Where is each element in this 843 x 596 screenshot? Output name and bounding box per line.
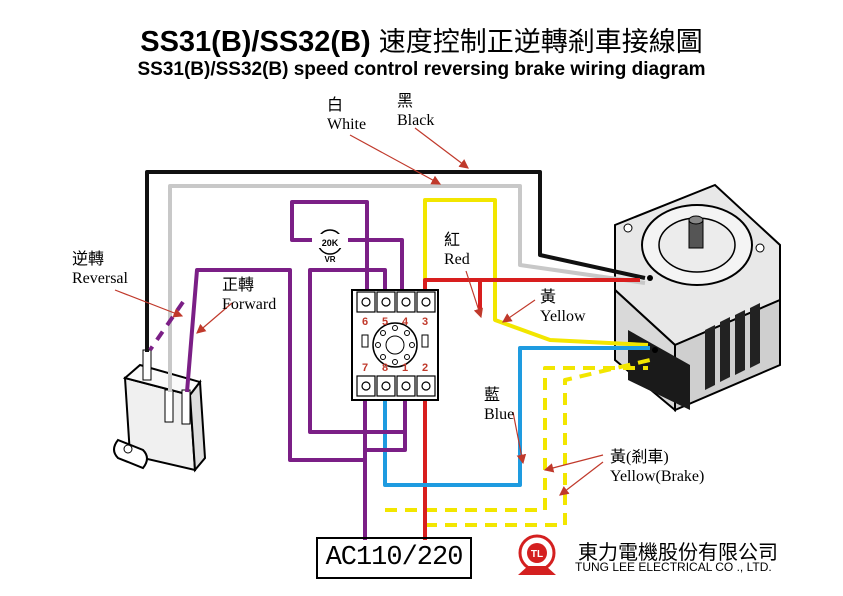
pot-tag: VR: [324, 255, 335, 264]
company-name-zh: 東力電機股份有限公司: [578, 540, 778, 564]
company-name-en: TUNG LEE ELECTRICAL CO ., LTD.: [575, 560, 772, 574]
pot-value: 20K: [322, 238, 339, 248]
terminal-2: 2: [422, 362, 429, 374]
terminal-1: 1: [402, 362, 409, 374]
white-wire: [168, 184, 646, 392]
page-title: SS31(B)/SS32(B) 速度控制正逆轉剎車接線圖: [140, 26, 703, 58]
reversal-dash: [148, 300, 185, 352]
motor: [614, 183, 781, 413]
terminal-3: 3: [422, 316, 429, 328]
black-wire: [145, 170, 646, 352]
wires: [145, 170, 651, 540]
terminal-7: 7: [362, 362, 369, 374]
blue-wire: [383, 346, 650, 487]
brake-wire-1: [385, 366, 648, 512]
power-supply-label: AC110/220: [316, 537, 472, 579]
terminal-4: 4: [402, 316, 409, 328]
terminal-6: 6: [362, 316, 369, 328]
label-brake: 黃(剎車)Yellow(Brake): [610, 449, 705, 485]
purple-wire-vr: [290, 200, 404, 300]
direction-switch: [113, 349, 207, 473]
red-wire: [423, 278, 640, 515]
terminal-8: 8: [382, 362, 389, 374]
company-logo: TL: [518, 534, 556, 575]
terminal-5: 5: [382, 316, 389, 328]
page-subtitle: SS31(B)/SS32(B) speed control reversing …: [137, 59, 706, 80]
yellow-wire: [423, 198, 649, 347]
leader-lines: [114, 127, 604, 496]
potentiometer: 20K VR: [312, 229, 348, 264]
svg-text:TL: TL: [531, 549, 543, 560]
purple-wire-power: [363, 400, 407, 540]
relay-base: [351, 289, 439, 401]
brake-wire-2: [425, 358, 651, 527]
